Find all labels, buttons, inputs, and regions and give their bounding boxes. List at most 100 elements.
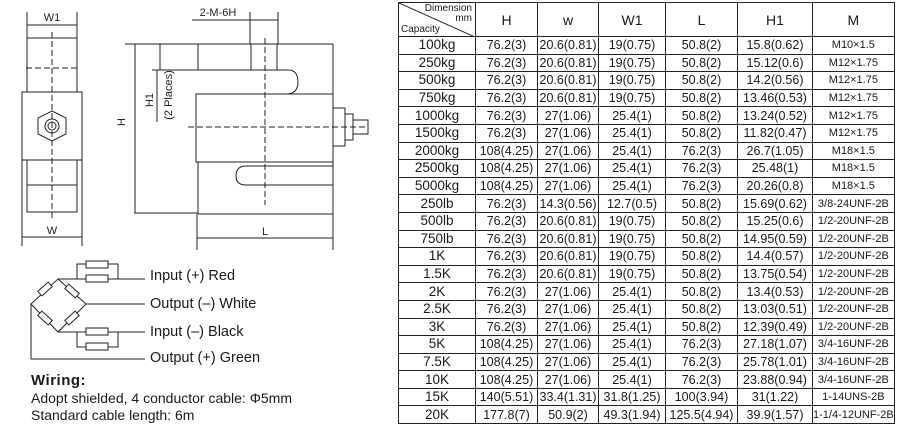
cable-spec: Adopt shielded, 4 conductor cable: Φ5mm <box>31 390 292 406</box>
cell-h1: 31(1.22) <box>737 387 813 407</box>
cell-h: 76.2(3) <box>475 36 538 55</box>
cell-h: 76.2(3) <box>475 282 538 301</box>
cell-h: 108(4.25) <box>475 370 538 389</box>
cell-l: 50.8(2) <box>665 264 738 284</box>
h1-note: (2 Places) <box>163 70 175 120</box>
wire-input-negative: Input (–) Black <box>150 324 244 340</box>
cell-capacity: 20K <box>398 405 476 425</box>
cell-l: 50.8(2) <box>665 247 738 266</box>
cell-w1: 12.7(0.5) <box>598 194 666 213</box>
cell-capacity: 500lb <box>398 211 476 231</box>
cell-w: 27(1.06) <box>537 370 599 389</box>
cell-w1: 49.3(1.94) <box>598 405 666 425</box>
cell-w: 20.6(0.81) <box>537 264 599 284</box>
cell-l: 76.2(3) <box>665 370 738 389</box>
wire-output-negative: Output (–) White <box>150 296 257 312</box>
cell-capacity: 250lb <box>398 194 476 213</box>
l-label: L <box>262 226 268 238</box>
cell-m: M18×1.5 <box>812 141 895 161</box>
hex-nut-icon <box>37 110 67 142</box>
cell-w1: 25.4(1) <box>598 282 666 301</box>
cell-h: 140(5.51) <box>475 387 538 407</box>
cell-m: 3/8-24UNF-2B <box>812 194 895 213</box>
cell-capacity: 2K <box>398 282 476 301</box>
cell-h1: 25.48(1) <box>737 159 813 178</box>
cell-capacity: 500kg <box>398 71 476 90</box>
cell-m: M12×1.75 <box>812 53 895 73</box>
cell-capacity: 10K <box>398 370 476 389</box>
cell-m: 1/2-20UNF-2B <box>812 247 895 266</box>
cell-h: 76.2(3) <box>475 211 538 231</box>
cell-w1: 19(0.75) <box>598 264 666 284</box>
cell-l: 50.8(2) <box>665 88 738 108</box>
cell-w: 20.6(0.81) <box>537 229 599 249</box>
cell-capacity: 7.5K <box>398 352 476 372</box>
cell-m: M12×1.75 <box>812 123 895 143</box>
h1-label: H1 <box>144 93 156 107</box>
cell-h1: 15.25(0.6) <box>737 211 813 231</box>
cell-l: 76.2(3) <box>665 159 738 178</box>
cell-capacity: 5K <box>398 335 476 354</box>
cell-h1: 39.9(1.57) <box>737 405 813 425</box>
cell-capacity: 1500kg <box>398 123 476 143</box>
cell-w1: 19(0.75) <box>598 229 666 249</box>
cell-l: 76.2(3) <box>665 352 738 372</box>
cell-h1: 26.7(1.05) <box>737 141 813 161</box>
cell-w1: 25.4(1) <box>598 159 666 178</box>
header-w: w <box>537 2 599 37</box>
cell-m: M12×1.75 <box>812 106 895 125</box>
cell-h1: 27.18(1.07) <box>737 335 813 354</box>
cell-w: 20.6(0.81) <box>537 71 599 90</box>
cell-h1: 13.24(0.52) <box>737 106 813 125</box>
cell-capacity: 1.5K <box>398 264 476 284</box>
cell-h1: 13.46(0.53) <box>737 88 813 108</box>
cell-h1: 11.82(0.47) <box>737 123 813 143</box>
wire-input-positive: Input (+) Red <box>150 268 236 284</box>
cell-w: 33.4(1.31) <box>537 387 599 407</box>
cell-m: 1/2-20UNF-2B <box>812 282 895 301</box>
cell-w: 20.6(0.81) <box>537 36 599 55</box>
cell-capacity: 3K <box>398 317 476 337</box>
cell-w: 14.3(0.56) <box>537 194 599 213</box>
cell-l: 50.8(2) <box>665 229 738 249</box>
cell-w1: 25.4(1) <box>598 176 666 196</box>
cell-h: 76.2(3) <box>475 123 538 143</box>
cell-m: M12×1.75 <box>812 71 895 90</box>
cell-h: 76.2(3) <box>475 194 538 213</box>
cell-w1: 31.8(1.25) <box>598 387 666 407</box>
load-cell-drawing: W1 W 2-M-6H H H1 (2 Places <box>21 7 369 360</box>
cell-capacity: 750lb <box>398 229 476 249</box>
cell-l: 50.8(2) <box>665 317 738 337</box>
cell-m: M18×1.5 <box>812 176 895 196</box>
cell-l: 50.8(2) <box>665 71 738 90</box>
diagonal-line <box>399 3 475 37</box>
cell-h: 76.2(3) <box>475 88 538 108</box>
cell-w: 27(1.06) <box>537 352 599 372</box>
cell-w: 27(1.06) <box>537 335 599 354</box>
cell-m: M12×1.75 <box>812 88 895 108</box>
cell-h1: 15.12(0.6) <box>737 53 813 73</box>
cell-w: 20.6(0.81) <box>537 53 599 73</box>
cell-h: 76.2(3) <box>475 106 538 125</box>
cell-h1: 25.78(1.01) <box>737 352 813 372</box>
cell-w1: 25.4(1) <box>598 335 666 354</box>
cell-capacity: 750kg <box>398 88 476 108</box>
header-w1: W1 <box>598 2 666 37</box>
cell-h: 76.2(3) <box>475 229 538 249</box>
cell-l: 100(3.94) <box>665 387 738 407</box>
cell-l: 50.8(2) <box>665 194 738 213</box>
cell-h: 76.2(3) <box>475 247 538 266</box>
cell-w1: 19(0.75) <box>598 71 666 90</box>
cell-w1: 25.4(1) <box>598 352 666 372</box>
